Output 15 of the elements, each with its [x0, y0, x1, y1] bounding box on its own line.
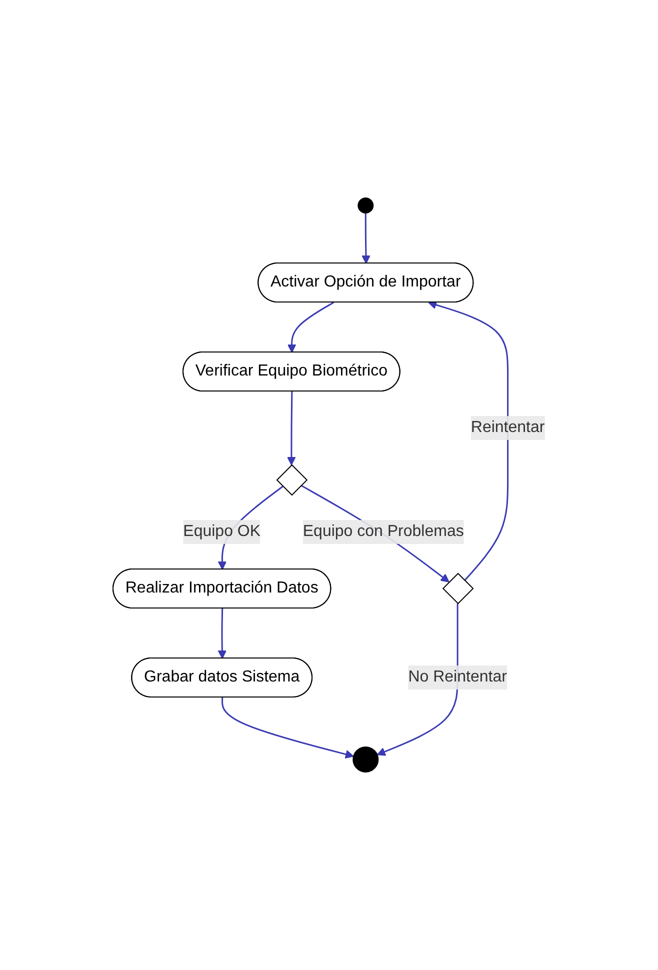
edge-label: Equipo con Problemas: [303, 523, 464, 540]
node-diamond: [276, 464, 308, 496]
arrow: [222, 697, 354, 759]
edge-label: Reintentar: [471, 419, 545, 436]
arrow: [428, 300, 509, 582]
arrow: [287, 392, 296, 466]
node-diamond: [442, 572, 474, 604]
node-circle: [358, 198, 374, 214]
edge-label: Equipo OK: [183, 523, 261, 540]
node-circle: [352, 746, 379, 772]
edge-label: No Reintentar: [408, 668, 508, 686]
arrow: [362, 213, 371, 264]
arrow: [218, 608, 227, 659]
arrow: [288, 302, 334, 353]
arrow: [376, 604, 458, 756]
